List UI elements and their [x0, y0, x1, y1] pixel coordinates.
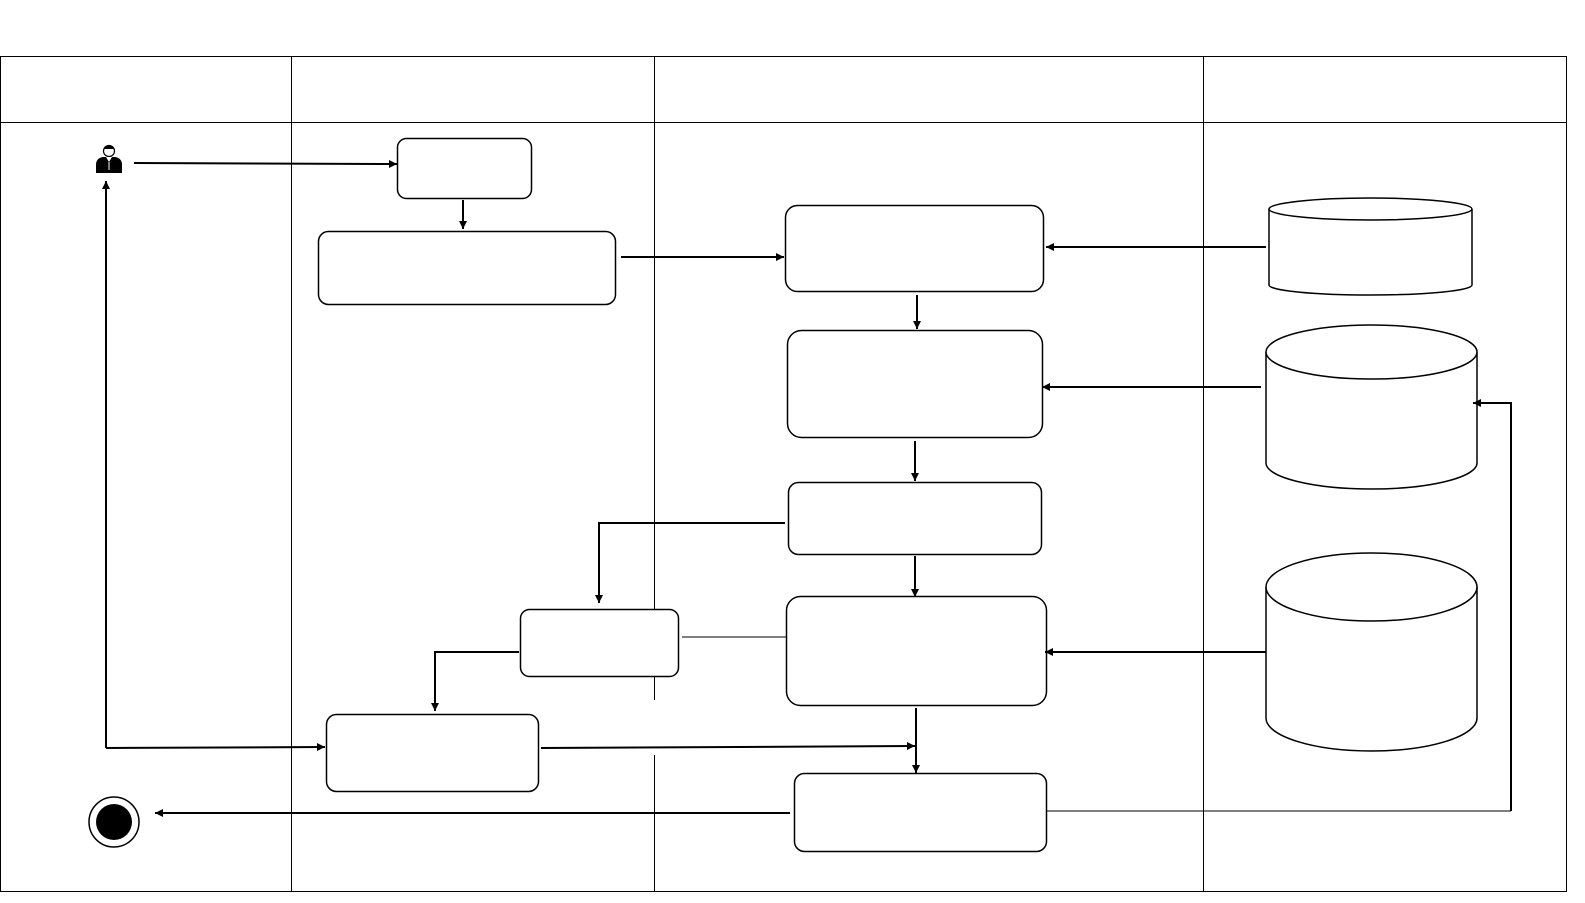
activity-box-h: [325, 713, 540, 793]
flow-e-to-g: [595, 522, 785, 603]
swimlane-frame: [0, 56, 1567, 892]
activity-box-i: [793, 772, 1048, 853]
flow-h-to-i: [540, 742, 916, 751]
user-icon: [96, 144, 122, 173]
flow-g-to-h: [431, 651, 519, 711]
database-cylinder-3: [1265, 552, 1478, 752]
activity-box-e: [787, 481, 1043, 556]
activity-nodes: [317, 137, 1048, 853]
flow-right-to-db2: [1473, 399, 1512, 811]
activity-box-g: [519, 608, 680, 678]
activity-box-d: [786, 329, 1044, 439]
end-node-icon: [88, 796, 140, 848]
database-cylinder-2: [1265, 324, 1478, 490]
activity-box-c: [784, 204, 1045, 293]
database-nodes: [1265, 197, 1478, 752]
activity-box-b: [317, 230, 617, 306]
activity-box-a: [396, 137, 533, 200]
flow-user-to-a: [133, 159, 398, 168]
database-cylinder-1: [1268, 197, 1473, 296]
activity-box-f: [785, 595, 1048, 707]
flow-connectors: [102, 159, 1512, 817]
flow-h-to-lane-left: [105, 743, 326, 752]
